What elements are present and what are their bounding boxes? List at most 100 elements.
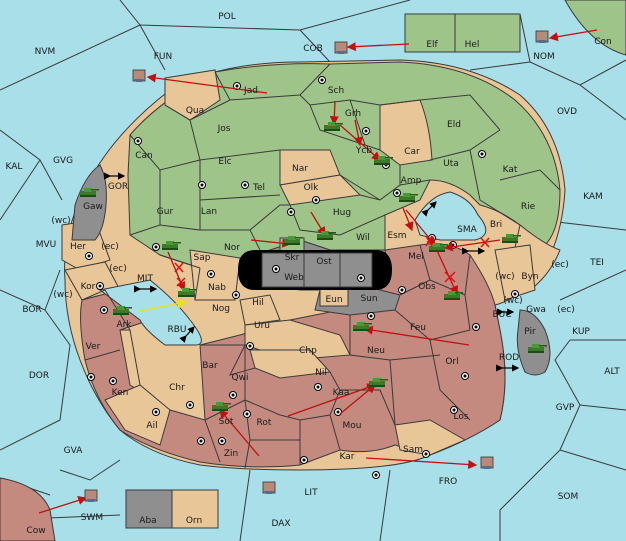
fleet-ship-icon[interactable]: [84, 489, 98, 503]
territory-label: Uta: [443, 159, 459, 169]
supply-center-icon: [152, 408, 160, 416]
territory-label: Kaa: [333, 388, 350, 398]
failed-order-cross-icon: [174, 262, 184, 273]
territory-byn[interactable]: [494, 244, 536, 301]
sea-label: DOR: [29, 371, 49, 381]
territory-label: Ost: [316, 257, 332, 267]
territory-label: Olk: [304, 183, 320, 193]
territory-aba[interactable]: [125, 489, 173, 529]
territory-label: Ken: [112, 388, 129, 398]
territory-label: Sot: [219, 417, 234, 427]
support-order-arrow: [139, 298, 188, 312]
move-order-arrow: [548, 29, 598, 42]
territory-label: Ver: [86, 342, 101, 352]
territory-pir[interactable]: [516, 309, 551, 376]
territory-label: Web: [284, 273, 304, 283]
supply-center-icon: [314, 383, 322, 391]
move-order-arrow: [443, 239, 501, 252]
sea-label: GOR: [108, 182, 128, 192]
territory-gaw[interactable]: [71, 164, 107, 241]
territory-chp[interactable]: [249, 349, 332, 379]
territory-orn[interactable]: [171, 489, 219, 529]
territory-cow[interactable]: [0, 477, 56, 541]
territory-label: Sun: [360, 294, 377, 304]
supply-center-icon: [85, 252, 93, 260]
supply-center-icon: [478, 150, 486, 158]
territory-label: Kor: [81, 282, 96, 292]
territory-label: Qwi: [232, 373, 249, 383]
sea-label: OVD: [557, 107, 577, 117]
territory-label: Con: [594, 37, 612, 47]
territory-label: Nog: [212, 304, 230, 314]
supply-center-icon: [134, 137, 142, 145]
territory-hel[interactable]: [454, 13, 521, 53]
territory-label: Ycb: [355, 146, 372, 156]
sea-label: TEI: [589, 258, 604, 268]
sea-label: POL: [218, 12, 236, 22]
fleet-ship-icon[interactable]: [535, 30, 549, 44]
sea-label: ROD: [499, 353, 519, 363]
territory-label: Orn: [186, 516, 202, 526]
territory-car[interactable]: [379, 99, 433, 166]
sea-label: SWM: [81, 513, 103, 523]
territory-web[interactable]: [261, 252, 373, 288]
sea-label: MVU: [36, 240, 57, 250]
territory-label: Uru: [254, 321, 270, 331]
supply-center-icon: [287, 208, 295, 216]
sea-label: RBU: [167, 325, 186, 335]
sea-label: KAM: [583, 192, 603, 202]
supply-center-icon: [232, 291, 240, 299]
territory-label: Los: [453, 412, 468, 422]
territory-qua[interactable]: [164, 69, 221, 121]
supply-center-icon: [362, 127, 370, 135]
sea-label: SMA: [457, 225, 477, 235]
territory-label: Qua: [186, 106, 204, 116]
supply-center-icon: [357, 274, 365, 282]
fleet-ship-icon[interactable]: [334, 41, 348, 55]
failed-order-cross-icon: [425, 235, 433, 247]
sea-label: BOR: [22, 305, 41, 315]
sea-label: GVA: [64, 446, 84, 456]
territory-label: (wc): [51, 216, 70, 226]
order-arrows: [38, 29, 598, 514]
supply-center-icon: [450, 406, 458, 414]
fleet-ship-icon[interactable]: [262, 481, 276, 495]
territory-label: Hug: [333, 208, 351, 218]
sea-label: ALT: [604, 367, 620, 377]
territory-label: Mel: [408, 252, 424, 262]
territory-label: Rie: [521, 202, 536, 212]
territory-ail[interactable]: [104, 384, 171, 446]
sea-label: KAL: [6, 162, 23, 172]
supply-center-icon: [422, 450, 430, 458]
move-order-arrow: [329, 100, 339, 126]
territory-label: Nor: [224, 243, 240, 253]
territory-sam[interactable]: [394, 419, 467, 456]
supply-center-icon: [318, 76, 326, 84]
territory-label: Obs: [418, 282, 436, 292]
territory-label: Bar: [202, 361, 218, 371]
territory-label: Her: [70, 242, 86, 252]
move-order-arrow: [346, 42, 410, 52]
supply-center-icon: [243, 410, 251, 418]
move-order-arrow: [250, 238, 292, 248]
sea-label: SOM: [558, 492, 579, 502]
fleet-ship-icon[interactable]: [480, 456, 494, 470]
south-borders: [81, 244, 471, 469]
supply-center-icon: [472, 323, 480, 331]
territory-hil[interactable]: [239, 294, 281, 326]
supply-center-icon: [152, 243, 160, 251]
territory-label: (wc): [53, 290, 72, 300]
supply-center-icon: [393, 189, 401, 197]
move-order-arrow: [433, 243, 458, 296]
move-order-arrow: [402, 207, 414, 232]
territory-nab[interactable]: [189, 249, 241, 301]
supply-center-icon: [246, 342, 254, 350]
supply-center-icon: [87, 373, 95, 381]
sea-mit[interactable]: [98, 279, 202, 346]
territory-label: Skr: [285, 253, 300, 263]
fleet-ship-icon[interactable]: [132, 69, 146, 83]
sea-label: GVG: [53, 156, 73, 166]
territory-label: Mou: [343, 421, 362, 431]
territory-label: (ec): [557, 305, 575, 315]
territory-label: Sap: [194, 253, 211, 263]
